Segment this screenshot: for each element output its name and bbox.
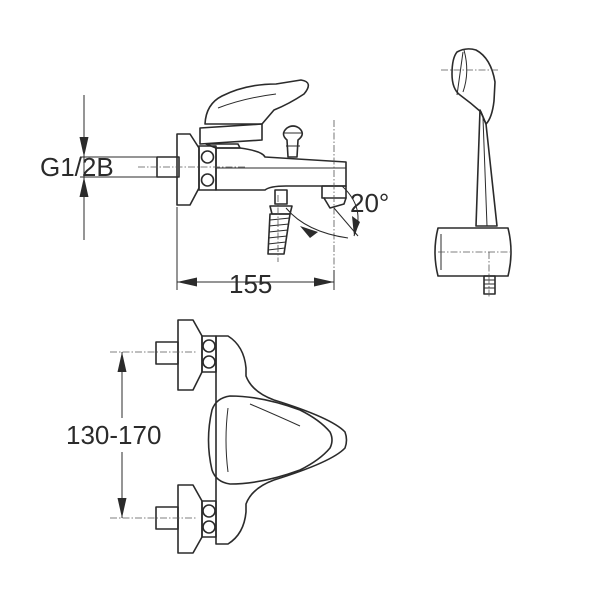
width-label: 155 <box>229 269 272 299</box>
dimension-angle: 20° <box>300 188 389 238</box>
angle-label: 20° <box>350 188 389 218</box>
hand-shower-view <box>434 48 512 298</box>
thread-size-label: G1/2B <box>40 152 114 182</box>
dimension-thread: G1/2B <box>40 95 157 240</box>
faucet-side-view <box>138 79 359 270</box>
dimension-width: 155 <box>176 207 335 299</box>
faucet-front-view <box>110 319 348 554</box>
dimension-centers: 130-170 <box>64 352 188 518</box>
centers-label: 130-170 <box>66 420 161 450</box>
